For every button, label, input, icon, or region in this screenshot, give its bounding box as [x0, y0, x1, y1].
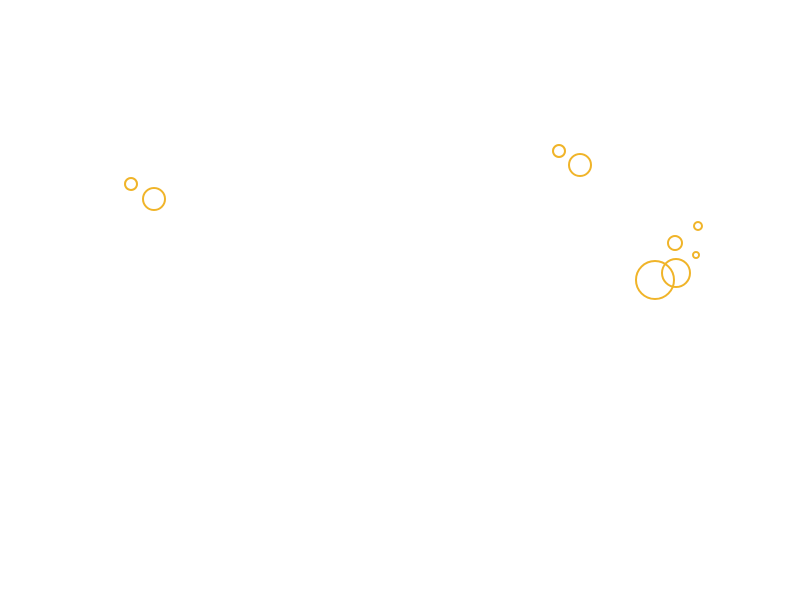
bubble-ring-icon — [142, 187, 166, 211]
bubble-group-left — [124, 177, 166, 211]
bubble-ring-icon — [552, 144, 566, 158]
bubble-ring-icon — [568, 153, 592, 177]
bubble-ring-icon — [124, 177, 138, 191]
bubble-ring-icon — [635, 260, 675, 300]
bubble-group-right — [635, 221, 703, 300]
bubble-ring-icon — [693, 221, 703, 231]
bubble-ring-icon — [692, 251, 700, 259]
bubble-ring-icon — [661, 258, 691, 288]
bubble-group-upper-right — [552, 144, 592, 177]
bubble-ring-icon — [667, 235, 683, 251]
